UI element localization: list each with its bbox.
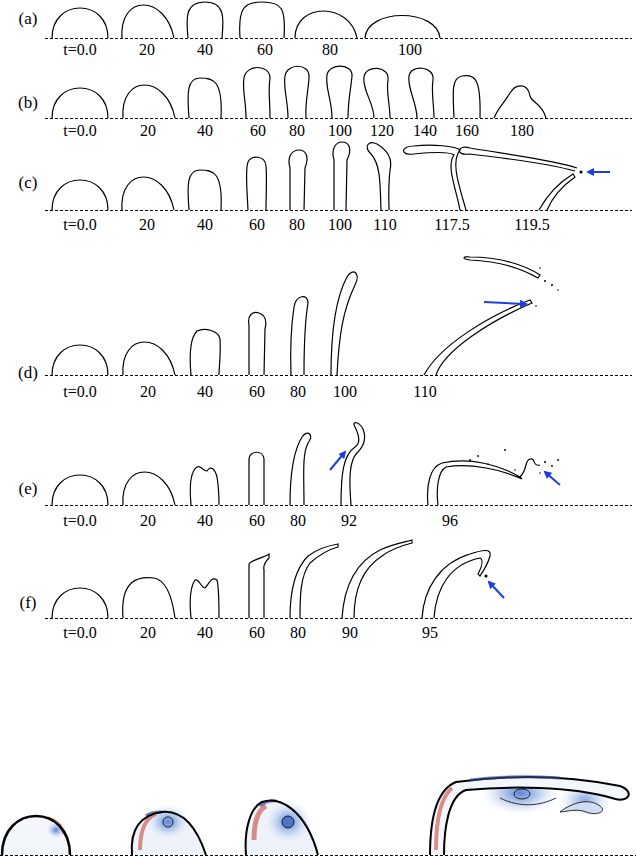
time-label: 60 [249,625,265,641]
panel-label: (e) [19,480,38,497]
time-label: 95 [422,625,438,641]
time-label: 96 [442,513,458,529]
panel-label: (f) [20,594,37,611]
time-label: 80 [289,123,305,139]
panel-label: (d) [18,364,38,381]
time-label: 180 [510,123,534,139]
time-label: 100 [398,42,422,58]
time-label: t=0.0 [63,123,96,139]
time-label: 100 [328,217,352,233]
time-label: 110 [373,217,396,233]
time-label: 20 [140,123,156,139]
time-label: 117.5 [434,217,469,233]
time-label: 20 [140,513,156,529]
time-label: 110 [413,384,436,400]
panel-label: (a) [19,10,38,27]
time-label: 80 [290,384,306,400]
time-label: 60 [250,123,266,139]
time-label: 80 [290,625,306,641]
time-label: t=0.0 [63,513,96,529]
time-label: 20 [139,217,155,233]
time-label: 100 [333,384,357,400]
time-label: 40 [197,625,213,641]
time-label: 90 [342,625,358,641]
time-label: 100 [328,123,352,139]
time-label: t=0.0 [63,42,96,58]
time-label: 119.5 [514,217,549,233]
time-label: 40 [197,123,213,139]
time-label: 20 [140,384,156,400]
panel-label: (c) [19,174,38,191]
time-label: 60 [249,513,265,529]
time-label: 92 [341,513,357,529]
time-label: 60 [257,42,273,58]
time-label: t=0.0 [63,625,96,641]
time-label: 40 [197,384,213,400]
time-label: 160 [455,123,479,139]
time-label: 80 [290,513,306,529]
time-label: 140 [413,123,437,139]
time-label: 20 [140,625,156,641]
time-label: 40 [197,42,213,58]
time-label: 120 [370,123,394,139]
time-label: 40 [197,513,213,529]
time-label: t=0.0 [63,217,96,233]
time-label: 60 [249,217,265,233]
time-label: 80 [322,42,338,58]
time-label: 20 [139,42,155,58]
panel-label: (b) [18,94,38,111]
time-label: 80 [289,217,305,233]
time-label: t=0.0 [63,384,96,400]
time-label: 40 [197,217,213,233]
time-label: 60 [249,384,265,400]
